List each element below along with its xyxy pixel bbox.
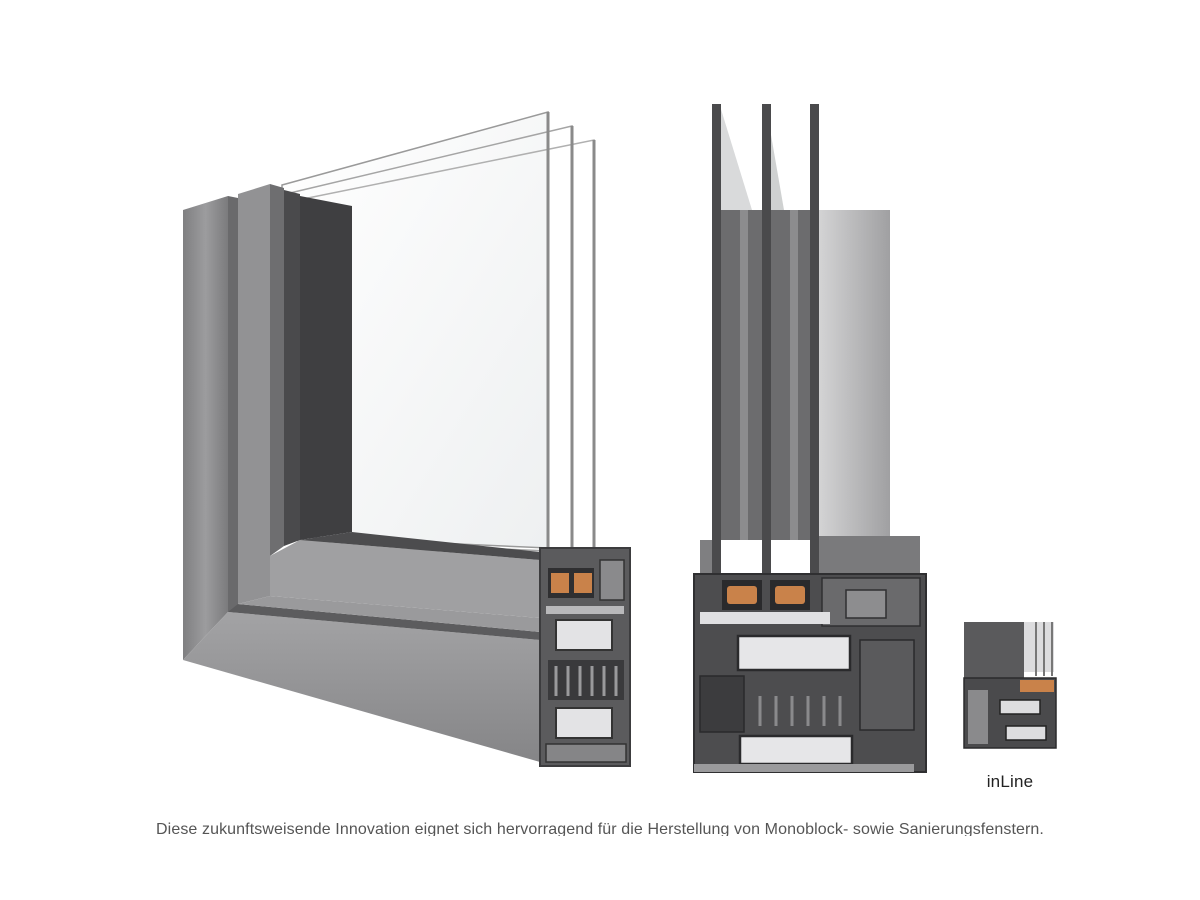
cross-glass-2	[762, 104, 771, 594]
inline-thumbnail-image	[962, 620, 1058, 752]
sash-vertical	[238, 184, 270, 604]
cross-glass-3	[810, 104, 819, 594]
corner-window-illustration	[183, 111, 631, 767]
frame-vertical	[183, 196, 228, 660]
corner-cross-section	[539, 547, 631, 767]
cross-section-illustration	[693, 104, 927, 773]
cross-glass-1	[712, 104, 721, 594]
caption-text: Diese zukunftsweisende Innovation eignet…	[156, 821, 1044, 836]
thumbnail-label[interactable]: inLine	[986, 772, 1034, 791]
frame-horizontal	[183, 612, 540, 762]
